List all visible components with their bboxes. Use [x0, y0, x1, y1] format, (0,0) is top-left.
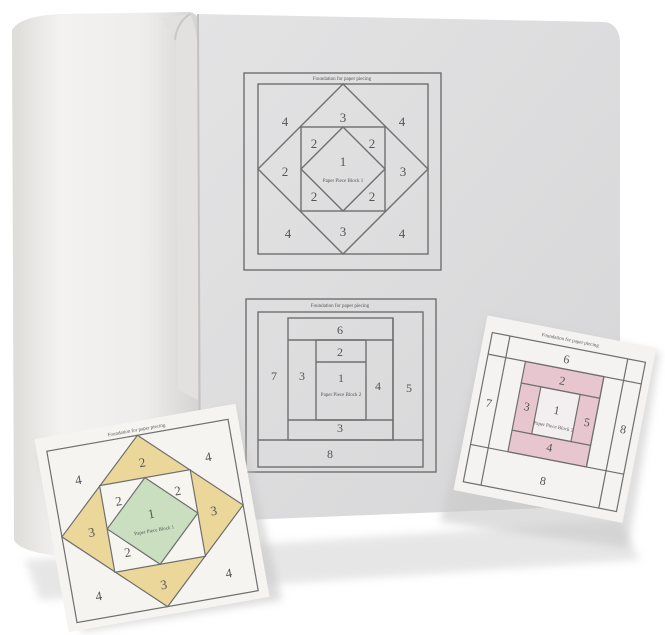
svg-text:5: 5: [406, 381, 412, 395]
svg-text:2: 2: [369, 189, 376, 204]
svg-text:2: 2: [369, 136, 376, 151]
svg-text:1: 1: [340, 154, 347, 169]
svg-text:2: 2: [311, 189, 318, 204]
svg-text:3: 3: [337, 421, 343, 435]
svg-text:6: 6: [337, 323, 343, 337]
svg-text:4: 4: [375, 379, 381, 393]
svg-text:4: 4: [285, 226, 292, 241]
svg-text:3: 3: [299, 369, 305, 383]
svg-text:Paper Piece Block 1: Paper Piece Block 1: [323, 179, 364, 184]
svg-text:4: 4: [399, 114, 406, 129]
svg-text:8: 8: [327, 447, 333, 461]
svg-text:3: 3: [340, 110, 347, 125]
sheet-bottom-caption: Foundation for paper piecing: [311, 304, 370, 309]
sheet-top-caption: Foundation for paper piecing: [313, 77, 372, 82]
svg-text:2: 2: [282, 164, 289, 179]
svg-text:Paper Piece Block 2: Paper Piece Block 2: [321, 393, 362, 398]
svg-text:2: 2: [311, 136, 318, 151]
svg-text:1: 1: [338, 371, 344, 385]
svg-text:4: 4: [282, 114, 289, 129]
svg-text:3: 3: [340, 224, 347, 239]
svg-text:4: 4: [399, 226, 406, 241]
svg-text:7: 7: [271, 369, 277, 383]
svg-text:2: 2: [337, 345, 343, 359]
svg-text:3: 3: [400, 164, 407, 179]
